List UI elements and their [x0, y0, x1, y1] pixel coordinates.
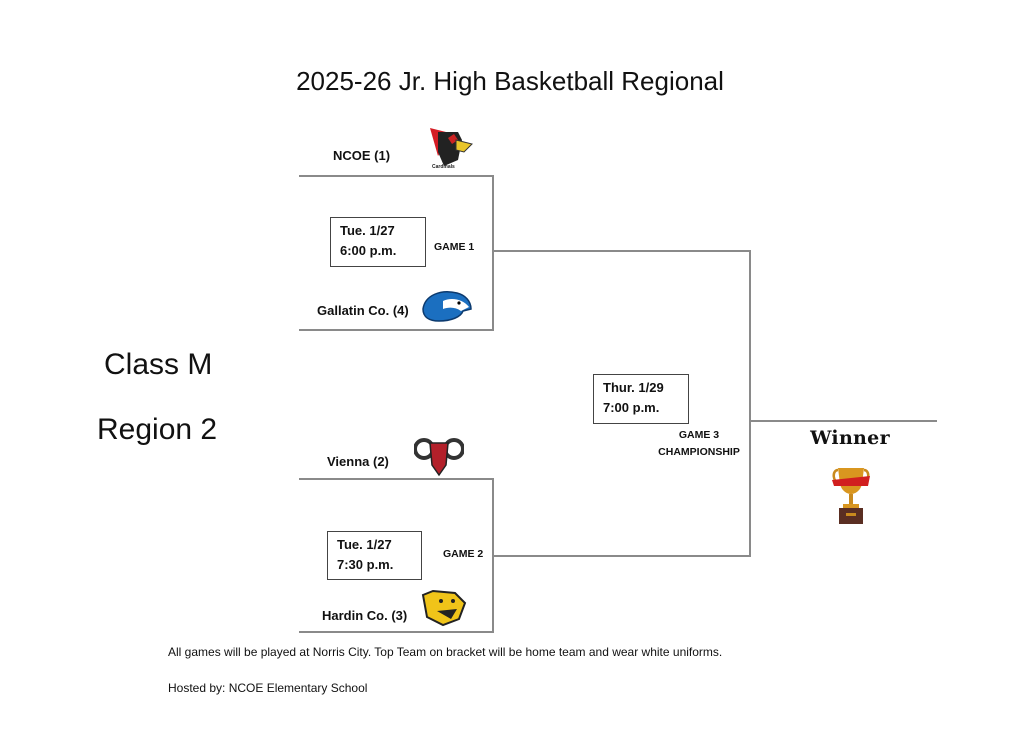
eagle-logo — [421, 289, 473, 328]
game2-label: GAME 2 — [443, 548, 484, 560]
game1-schedule-box: Tue. 1/27 6:00 p.m. — [330, 217, 426, 267]
bracket-line — [299, 175, 494, 177]
host-note: Hosted by: NCOE Elementary School — [168, 681, 368, 695]
class-label: Class M — [104, 348, 213, 381]
bracket-line — [749, 420, 937, 422]
venue-note: All games will be played at Norris City.… — [168, 645, 723, 659]
game2-time: 7:30 p.m. — [337, 557, 394, 572]
team-gallatin: Gallatin Co. (4) — [317, 303, 409, 318]
page-title: 2025-26 Jr. High Basketball Regional — [296, 66, 724, 96]
bracket-line — [749, 250, 751, 557]
cardinal-logo: Cardinals — [428, 126, 474, 175]
winner-label: Winner — [810, 427, 890, 449]
game1-label: GAME 1 — [434, 241, 475, 253]
svg-text:Cardinals: Cardinals — [432, 164, 455, 170]
game3-day: Thur. 1/29 — [603, 380, 664, 395]
bracket-line — [299, 631, 494, 633]
team-vienna: Vienna (2) — [327, 454, 389, 469]
region-label: Region 2 — [97, 413, 218, 446]
game2-schedule-box: Tue. 1/27 7:30 p.m. — [327, 531, 422, 580]
game3-sublabel: CHAMPIONSHIP — [658, 446, 740, 458]
game1-time: 6:00 p.m. — [340, 243, 397, 258]
game2-day: Tue. 1/27 — [337, 537, 392, 552]
team-hardin: Hardin Co. (3) — [322, 608, 408, 623]
bracket-line — [492, 175, 494, 331]
game1-day: Tue. 1/27 — [340, 223, 395, 238]
trophy-icon — [830, 466, 872, 531]
game3-schedule-box: Thur. 1/29 7:00 p.m. — [593, 374, 689, 424]
bracket-line — [492, 555, 751, 557]
team-ncoe: NCOE (1) — [333, 148, 391, 163]
bracket-line — [492, 250, 751, 252]
bracket-line — [299, 478, 494, 480]
cougar-logo — [419, 589, 467, 632]
bracket-line — [299, 329, 494, 331]
game3-label: GAME 3 — [678, 429, 720, 441]
ram-logo — [413, 435, 465, 482]
game3-time: 7:00 p.m. — [603, 400, 660, 415]
